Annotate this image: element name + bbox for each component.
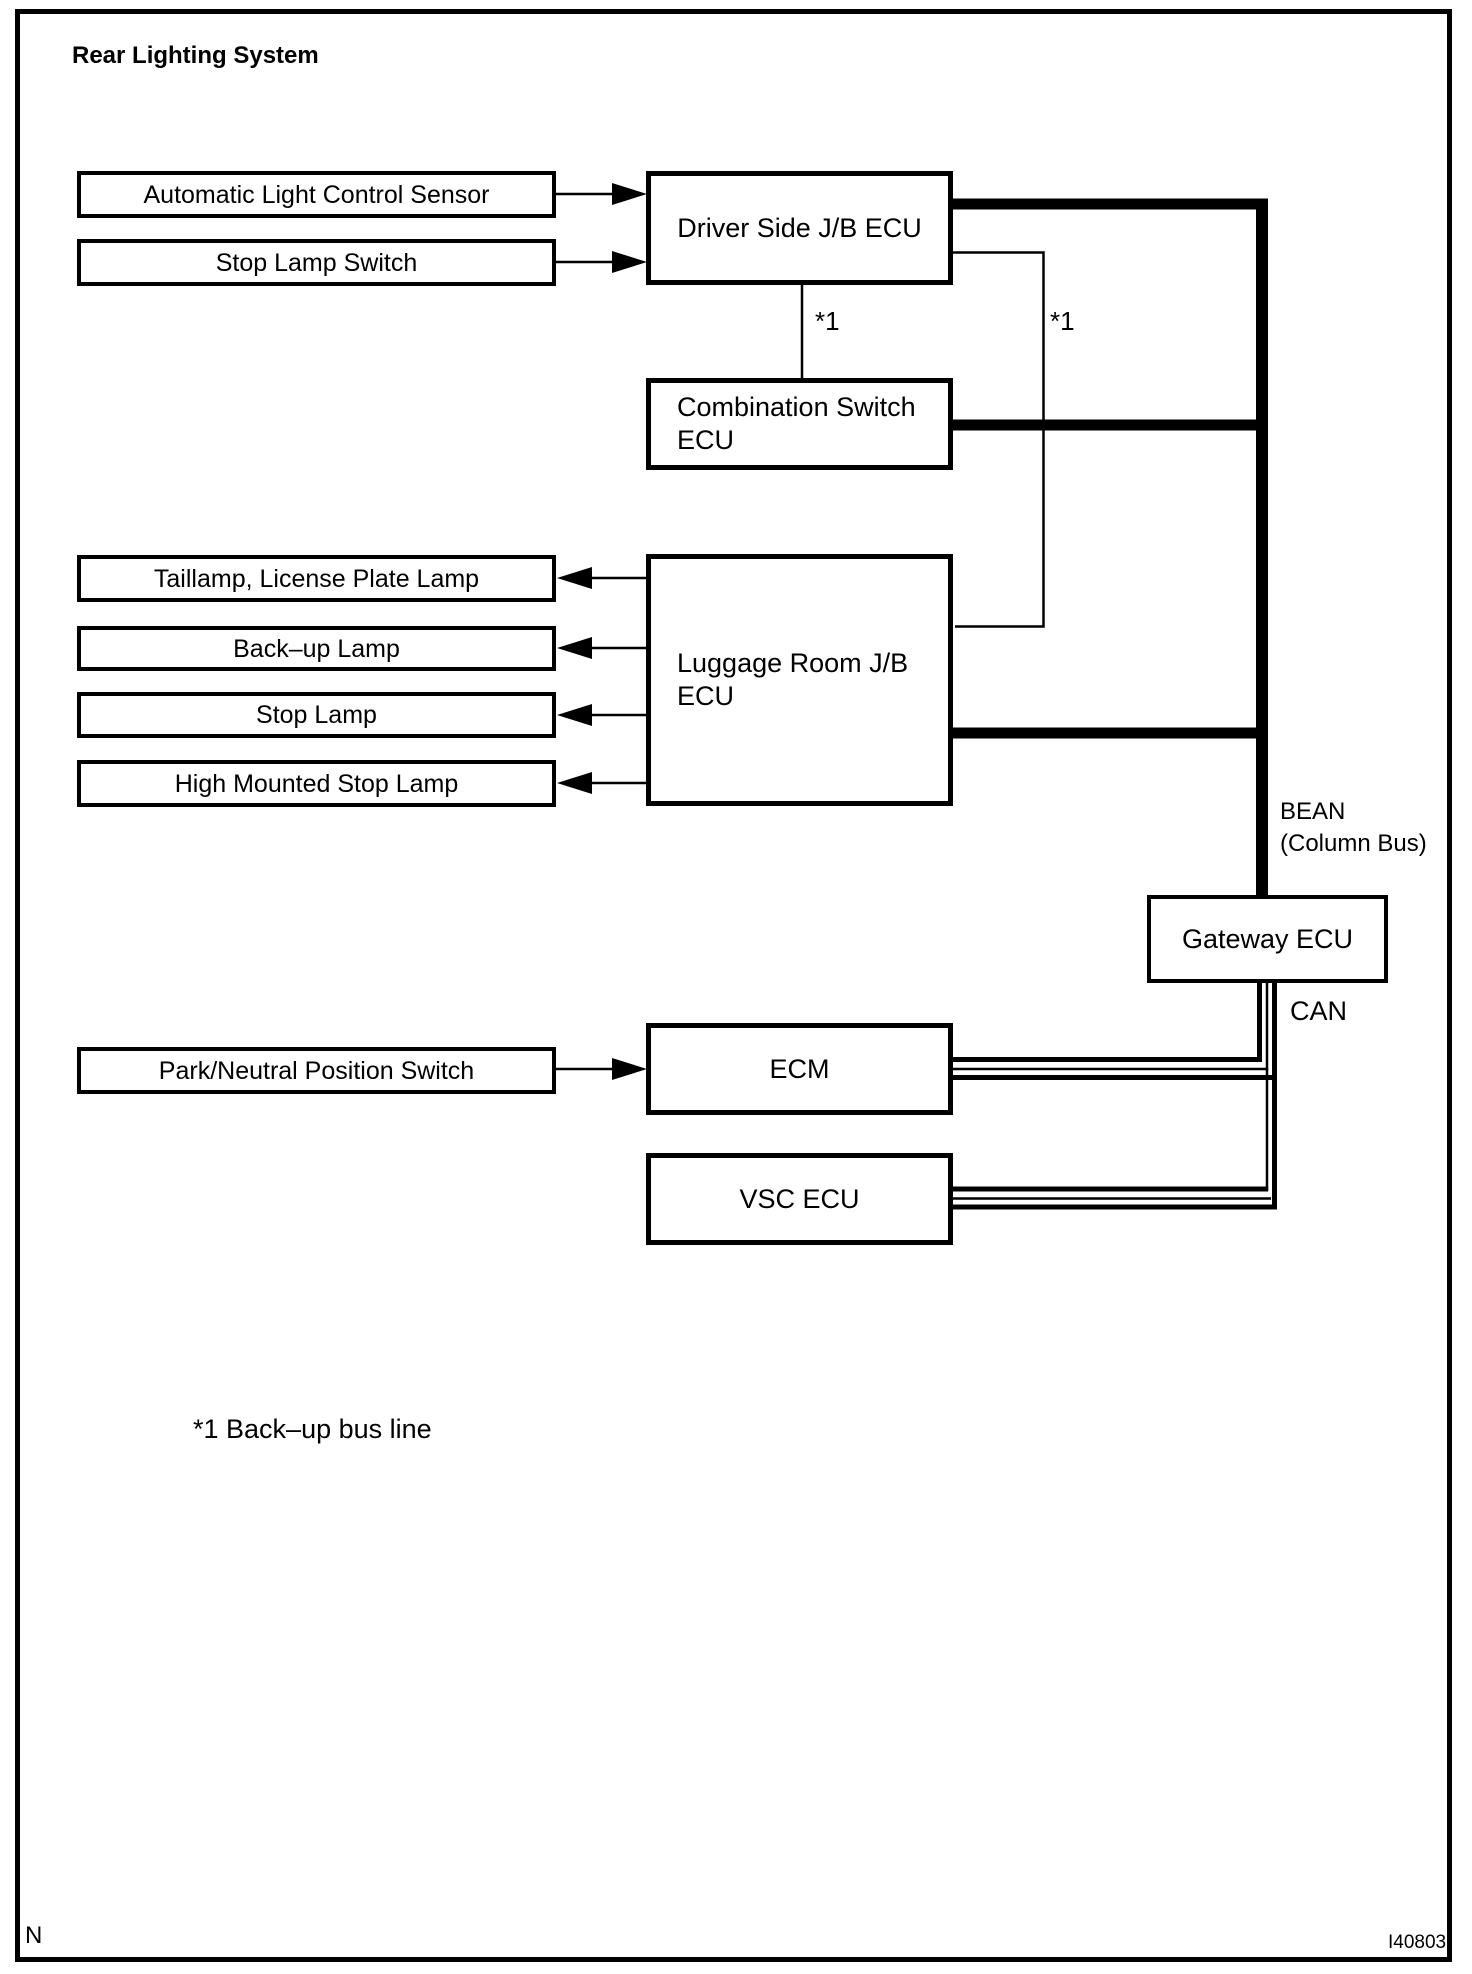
box-label-line2: ECU bbox=[677, 425, 735, 455]
box-label: Stop Lamp bbox=[256, 701, 377, 729]
box-label: Driver Side J/B ECU bbox=[677, 212, 922, 243]
box-ecm: ECM bbox=[646, 1023, 953, 1115]
arrow-luggage-to-highmounted bbox=[557, 772, 648, 794]
box-high-mounted-stop-lamp: High Mounted Stop Lamp bbox=[77, 760, 556, 807]
box-label: ECM bbox=[769, 1053, 830, 1084]
box-label: Automatic Light Control Sensor bbox=[143, 180, 490, 209]
box-label: Park/Neutral Position Switch bbox=[158, 1056, 475, 1085]
arrow-auto-light-to-driver bbox=[556, 183, 647, 205]
box-label: High Mounted Stop Lamp bbox=[174, 769, 459, 798]
ref-mark-center: *1 bbox=[815, 306, 840, 336]
box-luggage-room-jb-ecu: Luggage Room J/B ECU bbox=[646, 554, 953, 806]
box-gateway-ecu: Gateway ECU bbox=[1147, 895, 1388, 983]
box-label: Stop Lamp Switch bbox=[215, 248, 418, 277]
box-stop-lamp-switch: Stop Lamp Switch bbox=[77, 239, 556, 286]
arrow-stoplampswitch-to-driver bbox=[556, 251, 647, 273]
arrow-parkneutral-to-ecm bbox=[556, 1058, 647, 1080]
box-label-line2: ECU bbox=[677, 681, 735, 711]
page-title: Rear Lighting System bbox=[72, 42, 319, 69]
page-corner-mark: N bbox=[25, 1922, 43, 1949]
can-bus-label: CAN bbox=[1290, 996, 1348, 1026]
ref-mark-right: *1 bbox=[1050, 306, 1075, 336]
bean-bus-label-line2: (Column Bus) bbox=[1280, 830, 1427, 857]
bean-bus-label: BEAN (Column Bus) bbox=[1280, 796, 1427, 860]
box-park-neutral-position-switch: Park/Neutral Position Switch bbox=[77, 1047, 556, 1094]
box-driver-side-jb-ecu: Driver Side J/B ECU bbox=[646, 171, 953, 285]
box-backup-lamp: Back–up Lamp bbox=[77, 626, 556, 671]
box-label: Back–up Lamp bbox=[233, 634, 400, 663]
box-label: Gateway ECU bbox=[1181, 923, 1354, 954]
box-label: VSC ECU bbox=[739, 1183, 860, 1214]
box-vsc-ecu: VSC ECU bbox=[646, 1153, 953, 1245]
arrow-luggage-to-stoplamp bbox=[557, 704, 648, 726]
box-automatic-light-control-sensor: Automatic Light Control Sensor bbox=[77, 171, 556, 218]
footnote: *1 Back–up bus line bbox=[193, 1414, 432, 1444]
figure-id: I40803 bbox=[1388, 1932, 1447, 1953]
page-border bbox=[15, 9, 1452, 1962]
box-combination-switch-ecu: Combination Switch ECU bbox=[646, 378, 953, 470]
arrow-luggage-to-taillamp bbox=[557, 567, 648, 589]
box-stop-lamp: Stop Lamp bbox=[77, 692, 556, 738]
backup-bus-driver-luggage bbox=[953, 251, 1045, 628]
bean-bus-label-line1: BEAN bbox=[1280, 798, 1346, 825]
box-label: Taillamp, License Plate Lamp bbox=[153, 564, 480, 593]
arrow-luggage-to-backup bbox=[557, 637, 648, 659]
box-taillamp-license-plate-lamp: Taillamp, License Plate Lamp bbox=[77, 555, 556, 602]
box-label-line1: Combination Switch bbox=[677, 392, 916, 422]
box-label-line1: Luggage Room J/B bbox=[677, 648, 909, 678]
